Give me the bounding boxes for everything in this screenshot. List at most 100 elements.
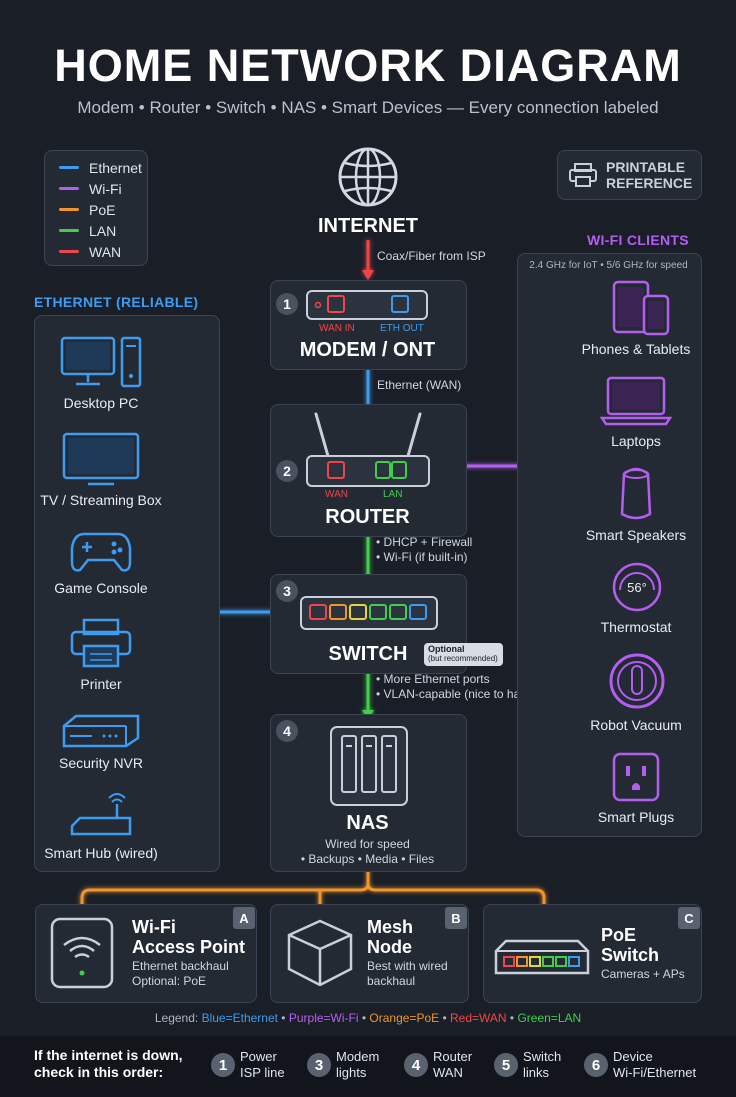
device-label-laptops: Laptops [611,433,661,449]
desktop-pc-icon [60,336,142,388]
optional-badge: Optional (but recommended) [424,643,503,666]
legend-wan: Red=WAN [450,1011,507,1025]
step-number-3: 3 [276,580,298,602]
globe-icon [338,147,398,207]
card-letter-a: A [233,907,255,929]
step-line2: links [523,1065,550,1080]
page-title: HOME NETWORK DIAGRAM [54,40,682,91]
internet-label: INTERNET [318,215,418,237]
thermostat-value: 56° [627,580,647,595]
robot-vacuum-icon [609,653,665,709]
page-subtitle: Modem • Router • Switch • NAS • Smart De… [77,98,659,117]
modem-device-icon [306,290,428,320]
router-port-wan: WAN [325,489,348,500]
step-badge: 6 [584,1053,608,1077]
step-line2: Wi-Fi/Ethernet [613,1065,697,1080]
poe-switch-title1: PoE [601,925,637,945]
phone-tablet-icon [612,280,670,336]
thermostat-icon [612,562,662,612]
step-line1: Switch [523,1049,562,1064]
mesh-node-title2: Node [367,937,412,957]
legend-label: PoE [89,201,116,218]
device-label-smart-plugs: Smart Plugs [597,809,675,825]
card-letter-c: C [678,907,700,929]
wifi-section-heading: WI-FI CLIENTS [587,232,689,248]
mesh-node-title1: Mesh [367,917,414,937]
switch-link-line2: • VLAN-capable (nice to have) [376,687,537,701]
router-port-lan: LAN [383,489,403,500]
step-badge: 4 [404,1053,428,1077]
legend-item-wan: WAN [59,241,147,262]
smart-hub-icon [70,793,132,836]
mesh-node-card[interactable]: B Mesh Node Best with wired backhaul [270,904,469,1003]
troubleshoot-bar [0,1036,736,1097]
router-device-icon [306,412,430,487]
device-label-robot-vacuum: Robot Vacuum [590,717,682,733]
printable-reference-badge[interactable]: PRINTABLE REFERENCE [557,150,702,200]
nas-line2: • Backups • Media • Files [300,852,435,866]
router-label: ROUTER [325,506,410,528]
mesh-node-desc2: backhaul [367,974,416,988]
legend-label: Ethernet [89,159,142,176]
legend-box: Ethernet Wi-Fi PoE LAN WAN [44,150,148,266]
access-point-title2: Access Point [132,937,246,957]
router-link-line1: • DHCP + Firewall [376,535,473,549]
internet-link-label: Coax/Fiber from ISP [377,249,486,263]
device-label-phones-tablets: Phones & Tablets [581,341,691,357]
step-number-2: 2 [276,460,298,482]
device-label-printer: Printer [80,676,122,692]
switch-link-line1: • More Ethernet ports [376,672,490,686]
device-label-tv: TV / Streaming Box [40,492,162,508]
legend-wifi: Purple=Wi-Fi [288,1011,359,1025]
modem-port-wan-in: WAN IN [319,323,355,334]
access-point-card[interactable]: A Wi-Fi Access Point Ethernet backhaul O… [35,904,257,1003]
step-line1: Router [433,1049,473,1064]
printer-icon [569,163,597,187]
step-line2: ISP line [240,1065,285,1080]
badge-line2: (but recommended) [428,654,498,663]
modem-port-eth-out: ETH OUT [380,323,424,334]
troubleshoot-heading: If the internet is down, check in this o… [34,1047,183,1081]
access-point-desc2: Optional: PoE [132,974,207,988]
bottom-legend: Legend: Blue=Ethernet • Purple=Wi-Fi • O… [154,1011,582,1025]
switch-device-icon [300,596,438,630]
mesh-node-desc1: Best with wired [367,959,448,973]
step-badge: 1 [211,1053,235,1077]
wifi-devices-panel [517,253,702,837]
tv-icon [62,432,140,486]
step-badge: 3 [307,1053,331,1077]
wan-link-internet-modem [362,240,374,280]
modem-link-label: Ethernet (WAN) [377,378,462,392]
step-line1: Modem [336,1049,380,1064]
ethernet-swatch [59,166,79,169]
ethernet-section-heading: ETHERNET (RELIABLE) [34,294,199,310]
access-point-desc1: Ethernet backhaul [132,959,229,973]
laptop-icon [599,376,673,426]
poe-switch-card[interactable]: C PoE Switch Cameras + APs [483,904,702,1003]
device-label-smart-speakers: Smart Speakers [585,527,687,543]
legend-lan: Green=LAN [517,1011,582,1025]
lan-swatch [59,229,79,232]
nas-label: NAS [346,812,389,834]
legend-prefix: Legend: [154,1011,199,1025]
modem-label: MODEM / ONT [299,339,436,361]
smart-plug-icon [612,752,660,802]
step-number-1: 1 [276,293,298,315]
printable-line1: PRINTABLE [606,159,686,175]
legend-label: LAN [89,222,117,239]
step-line1: Device [613,1049,653,1064]
device-label-security-nvr: Security NVR [58,755,144,771]
wifi-band-note: 2.4 GHz for IoT • 5/6 GHz for speed [529,260,688,271]
poe-switch-icon [494,939,590,975]
nvr-icon [62,714,140,748]
device-label-thermostat: Thermostat [600,619,672,635]
card-letter-b: B [445,907,467,929]
poe-swatch [59,208,79,211]
legend-poe: Orange=PoE [369,1011,440,1025]
badge-line1: Optional [428,644,465,654]
